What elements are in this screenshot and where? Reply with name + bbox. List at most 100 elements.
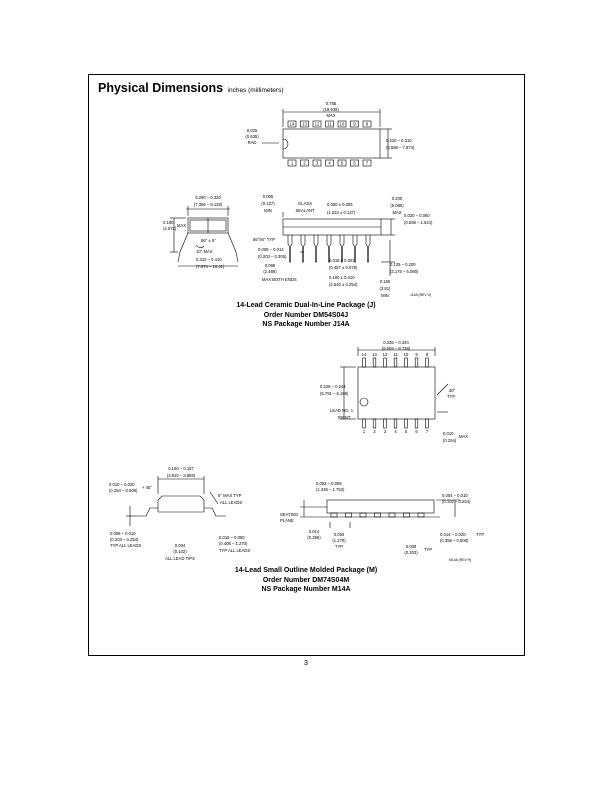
soic-angtyp: TYP xyxy=(447,394,455,399)
soic-side-lead xyxy=(374,512,381,518)
soic-end-view xyxy=(126,476,226,526)
dip-top-pin-number: 8 xyxy=(366,122,369,127)
soic-tip-in: 0.004 xyxy=(175,543,186,548)
dip-seat-mm: (3.81) xyxy=(380,286,392,291)
dip-top-pin-number: 9 xyxy=(353,122,356,127)
soic-bw-mm: (3.810 – 3.988) xyxy=(167,473,196,478)
soic-bottom-pin-number: 2 xyxy=(373,429,376,434)
soic-top-pin-number: 10 xyxy=(404,352,409,357)
dip-bottom-pin-number: 2 xyxy=(303,161,306,166)
soic-tip: ALL LEAD TIPS xyxy=(165,556,195,561)
dip-ht-in: 0.180 xyxy=(163,220,174,225)
dip-top-mm: (5.080) xyxy=(390,203,404,208)
dip-ang: 86° ± 5° xyxy=(201,238,216,243)
dip-bottom-pin-number: 4 xyxy=(328,161,331,166)
page-heading: Physical Dimensions inches (millimeters) xyxy=(98,79,284,97)
dip-rad-in: 0.025 xyxy=(247,128,258,133)
soic-side-view xyxy=(300,499,460,528)
dip-side-lead xyxy=(300,235,306,263)
soic-top-pin-number: 12 xyxy=(383,352,388,357)
soic-bottom-pin xyxy=(404,418,408,429)
dip-shoulder-mm: (0.508 – 1.524) xyxy=(404,220,433,225)
dip-lead-mm: (7.874 – 10.41) xyxy=(196,264,225,269)
dip-code: J14A (REV G) xyxy=(410,293,431,297)
dip-len-max: MAX xyxy=(326,113,335,118)
dip-caption: 14-Lead Ceramic Dual-In-Line Package (J)… xyxy=(0,301,612,330)
soic-caption: 14-Lead Small Outline Molded Package (M)… xyxy=(0,566,612,595)
dip-bottom-pin-box xyxy=(350,159,359,167)
heading-title: Physical Dimensions xyxy=(98,81,224,95)
soic-mx-mm: (0.254) xyxy=(443,438,457,443)
soic-ch-in: 0.010 – 0.020 xyxy=(109,482,135,487)
dip-top-pin-number: 14 xyxy=(290,122,295,127)
dip-top-in: 0.200 xyxy=(392,196,403,201)
dip-len-in: 0.785 xyxy=(326,101,337,106)
soic-so-mm: (0.102 – 0.254) xyxy=(442,499,471,504)
dip-bottom-pin-box xyxy=(312,159,322,167)
soic-bottom-pin xyxy=(383,418,387,429)
soic-st-mm: (0.356) xyxy=(307,535,321,540)
soic-len-mm: (8.509 – 8.738) xyxy=(382,346,411,351)
dip-top-pin-number: 11 xyxy=(327,122,332,127)
soic-lw-mm: (0.356 – 0.508) xyxy=(440,538,469,543)
dip-top-view xyxy=(262,109,392,167)
soic-ll: TYP ALL LEADS xyxy=(219,548,250,553)
soic-caption-line2: Order Number DM74S04M xyxy=(262,576,350,584)
soic-bottom-pin-number: 4 xyxy=(394,429,397,434)
dip-notch xyxy=(282,138,289,150)
dip-bottom-pin-number: 1 xyxy=(291,161,294,166)
dip-len-mm: (19.939) xyxy=(323,107,339,112)
soic-side-lead xyxy=(359,512,367,518)
dip-seat: MIN xyxy=(381,293,389,298)
dip-side-lead xyxy=(365,235,371,263)
dip-ht-mm: (4.572) xyxy=(163,226,177,231)
soic-bottom-pin-number: 1 xyxy=(363,429,366,434)
soic-side-lead xyxy=(403,512,410,518)
soic-bottom-pin xyxy=(372,418,377,429)
soic-top-pin xyxy=(362,357,366,368)
soic-bw-in: 0.150 – 0.157 xyxy=(168,466,194,471)
dip-top-pin-number: 12 xyxy=(315,122,320,127)
soic-lw-typ: TYP xyxy=(476,532,484,537)
dip-side-lead xyxy=(313,235,319,263)
soic-ht-mm: (1.346 – 1.753) xyxy=(316,487,345,492)
dip-top-body xyxy=(282,128,381,159)
dip-lead-in: 0.310 – 0.410 xyxy=(196,257,222,262)
dip-caption-line2: Order Number DM54S04J xyxy=(263,311,349,319)
soic-ll-mm: (0.406 – 1.270) xyxy=(219,541,248,546)
dip-be-mm: (2.489) xyxy=(263,269,277,274)
soic-top-pin-number: 8 xyxy=(426,352,429,357)
dip-span-mm: (7.366 – 8.128) xyxy=(194,202,223,207)
soic-seat2: PLANE xyxy=(280,518,294,523)
soic-caption-line1: 14-Lead Small Outline Molded Package (M) xyxy=(234,567,378,574)
soic-mx-in: 0.010 xyxy=(443,431,454,436)
dip-top-pin-box xyxy=(287,120,297,128)
dip-bottom-pin-box xyxy=(362,159,372,167)
soic-ch-mm: (0.254 – 0.508) xyxy=(109,488,138,493)
soic-tip-mm: (0.102) xyxy=(173,549,187,554)
dip-pitch-in: 0.100 ± 0.010 xyxy=(329,275,355,280)
soic-p-in: 0.050 xyxy=(334,532,345,537)
soic-lw-in: 0.014 – 0.020 xyxy=(440,532,466,537)
dip-min-mm: (0.127) xyxy=(261,201,275,206)
soic-bottom-pin-number: 6 xyxy=(415,429,418,434)
dip-rad-mm: (0.635) xyxy=(245,134,259,139)
dip-body-mm: (1.524 ± 0.127) xyxy=(327,210,356,215)
dip-top-pin-box xyxy=(312,120,322,128)
soic-top-pin-number: 13 xyxy=(372,352,377,357)
dip-w1-mm: (5.588 – 7.874) xyxy=(386,145,415,150)
dip-bottom-pin-number: 7 xyxy=(366,161,369,166)
dip-side-lead xyxy=(352,235,358,263)
soic-ch: × 45° xyxy=(142,485,152,490)
dip-tip-in: 0.125 – 0.200 xyxy=(390,262,416,267)
soic-top-pin xyxy=(393,357,398,368)
soic-tl: ALL LEADS xyxy=(220,500,242,505)
soic-top-pin xyxy=(383,357,387,368)
soic-side-lead xyxy=(330,512,338,518)
page-number: 3 xyxy=(304,660,308,667)
dip-w1-in: 0.220 – 0.310 xyxy=(386,138,412,143)
soic-len-in: 0.335 – 0.344 xyxy=(383,340,409,345)
heading-subtitle: inches (millimeters) xyxy=(227,87,284,94)
dip-body-in: 0.060 ± 0.005 xyxy=(327,202,353,207)
